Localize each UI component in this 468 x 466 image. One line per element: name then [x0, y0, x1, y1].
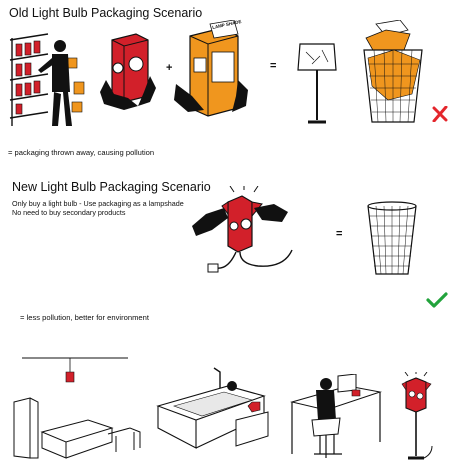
trash-bin-with-packaging-illustration [358, 20, 428, 126]
check-icon [426, 292, 448, 308]
orange-lampshade-box-illustration: LAMP SHADE [174, 19, 250, 124]
equals-operator-new: = [336, 228, 343, 240]
new-scenario-note-line1: Only buy a light bulb - Use packaging as… [12, 199, 184, 208]
red-bulb-box-illustration [98, 30, 160, 116]
equals-operator-old: = [270, 60, 277, 72]
table-lamp-illustration [294, 40, 340, 126]
old-scenario-heading: Old Light Bulb Packaging Scenario [9, 6, 203, 20]
plus-operator: + [166, 62, 173, 74]
old-scenario-caption: = packaging thrown away, causing polluti… [8, 148, 155, 157]
desk-computer-scene-illustration [290, 374, 382, 460]
person-in-bed-illustration [156, 366, 274, 460]
cross-icon [432, 106, 448, 122]
shopper-at-shelf-illustration [8, 30, 100, 130]
new-scenario-caption: = less pollution, better for environment [20, 313, 149, 322]
bedroom-scene-illustration [8, 356, 148, 462]
new-scenario-note-line2: No need to buy secondary products [12, 208, 126, 217]
red-box-lampshade-illustration [188, 186, 300, 280]
empty-trash-bin-illustration [364, 200, 420, 278]
standing-lamp-illustration [398, 372, 434, 462]
new-scenario-heading: New Light Bulb Packaging Scenario [12, 180, 211, 194]
